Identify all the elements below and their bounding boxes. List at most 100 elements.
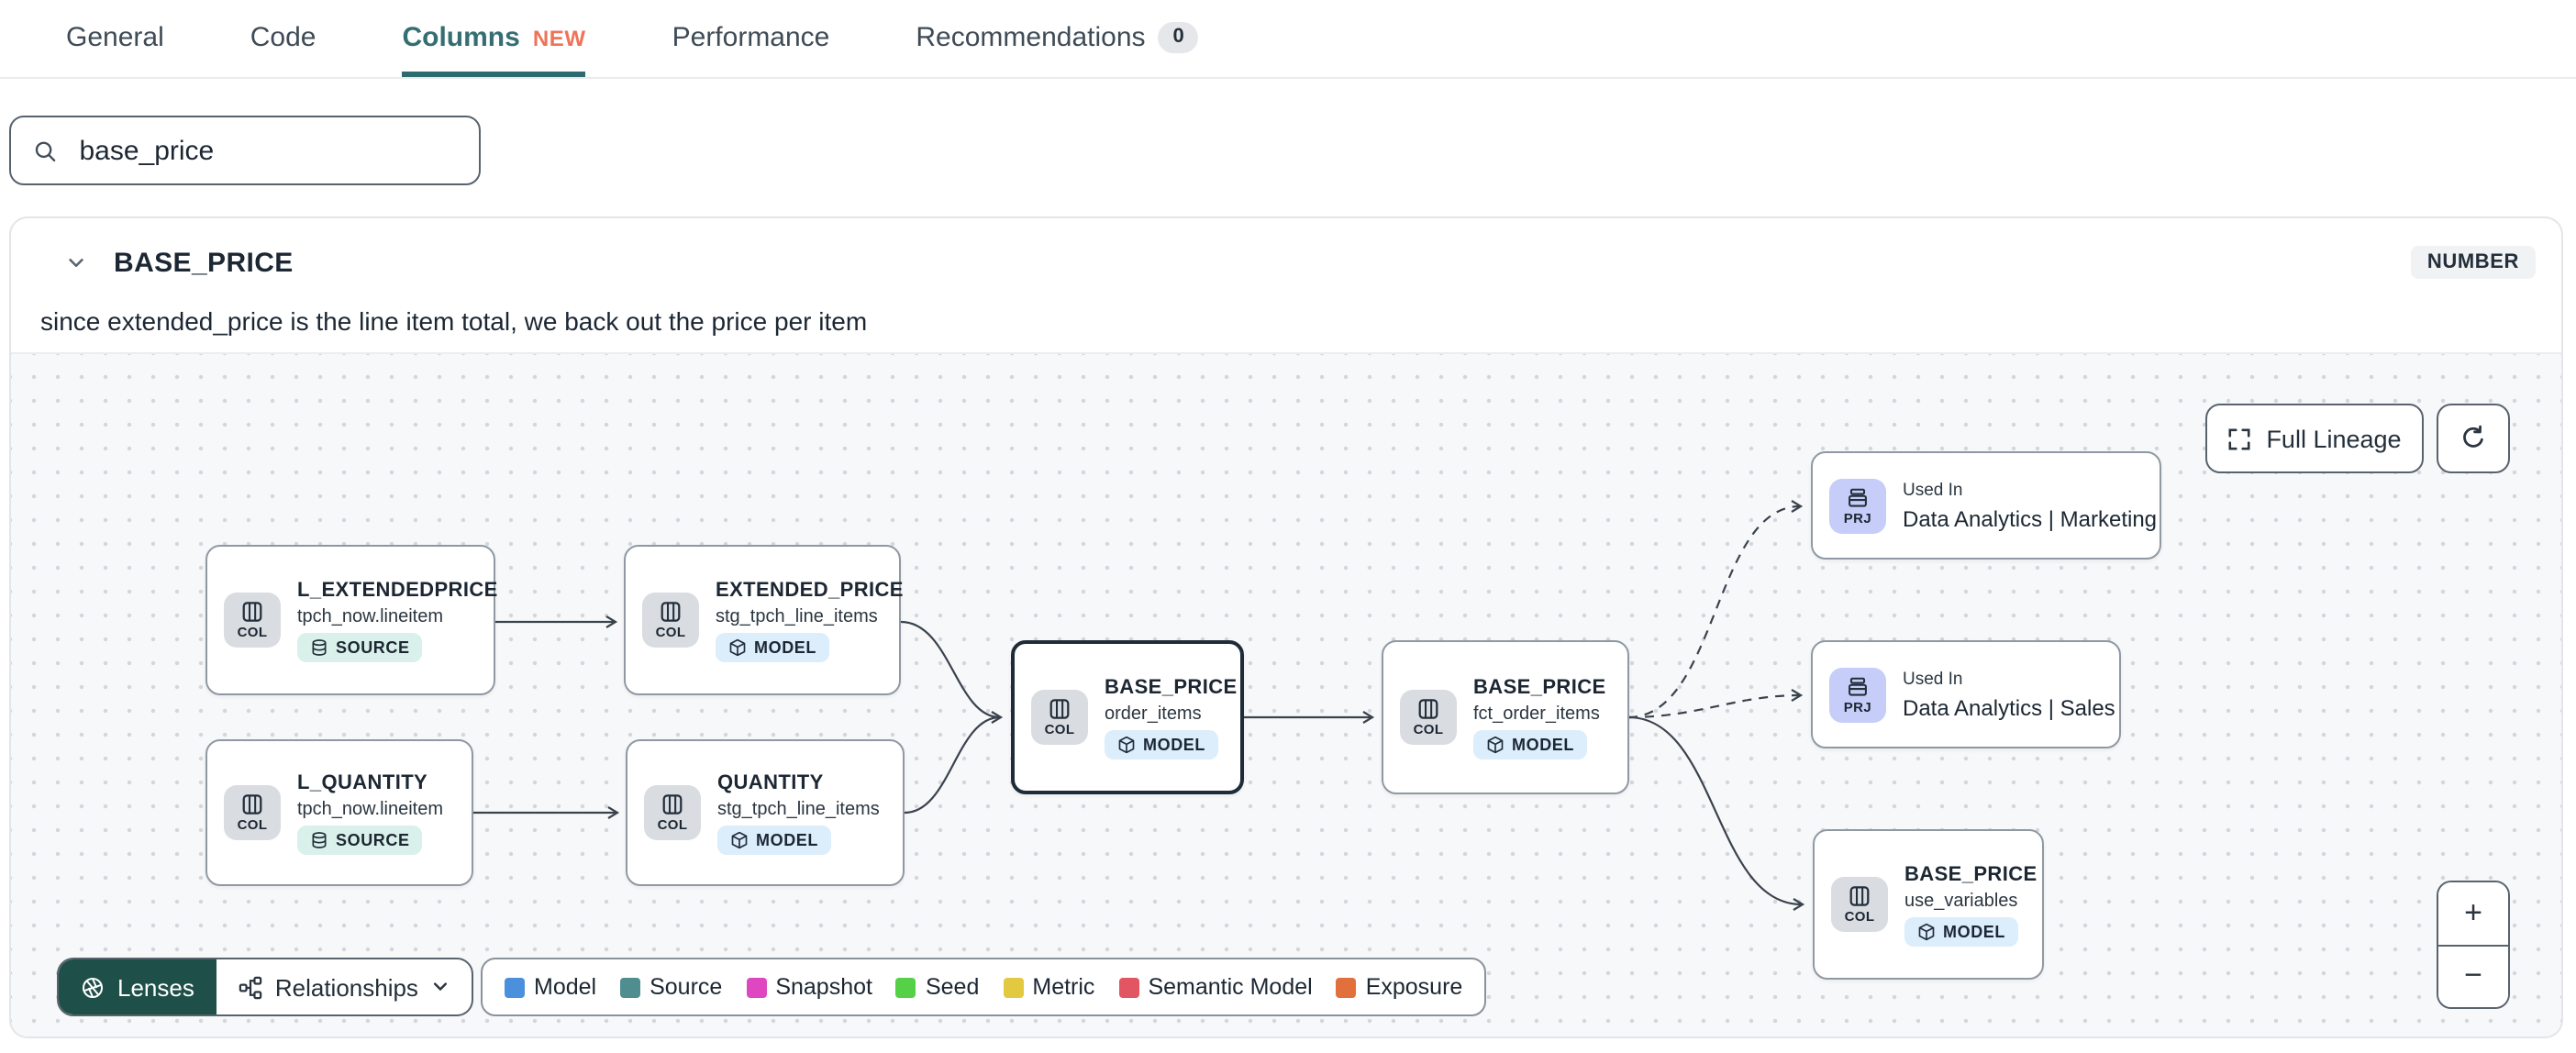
refresh-button[interactable] [2437,404,2510,473]
chevron-down-icon [433,982,448,991]
lineage-node-base-price-use-variables[interactable]: COL BASE_PRICE use_variables MODEL [1813,829,2044,980]
full-lineage-label: Full Lineage [2266,425,2402,452]
node-type-badge: MODEL [1473,729,1587,759]
cube-icon [731,830,748,848]
legend-item-seed: Seed [895,974,979,1000]
search-icon [35,140,56,161]
node-title: L_QUANTITY [297,771,428,793]
column-search[interactable] [9,116,481,185]
used-in-label: Used In [1903,480,1963,500]
tab-columns[interactable]: Columns NEW [402,0,586,77]
lineage-node-l-quantity[interactable]: COL L_QUANTITY tpch_now.lineitem SOURCE [205,739,473,886]
tab-code[interactable]: Code [250,0,316,77]
legend-item-source: Source [620,974,722,1000]
tab-bar: General Code Columns NEW Performance Rec… [0,0,2576,79]
legend-item-metric: Metric [1003,974,1094,1000]
node-subtitle: tpch_now.lineitem [297,799,443,819]
database-icon [312,638,327,655]
tab-performance[interactable]: Performance [672,0,830,77]
used-in-label: Used In [1903,669,1963,689]
snapshot-swatch [746,977,767,997]
zoom-out-button[interactable]: − [2438,946,2508,1007]
lineage-edges [472,500,1805,911]
cube-icon [729,637,746,656]
relationships-dropdown[interactable]: Relationships [217,959,472,1014]
exposure-swatch [1336,977,1357,997]
node-subtitle: fct_order_items [1473,704,1600,724]
tab-recommendations[interactable]: Recommendations 0 [916,0,1199,77]
tab-label: Code [250,22,316,53]
recommendations-count-badge: 0 [1158,21,1199,54]
legend-item-semantic-model: Semantic Model [1118,974,1313,1000]
node-type-badge: MODEL [717,825,831,854]
lineage-node-base-price-order-items[interactable]: COL BASE_PRICE order_items MODEL [1011,640,1244,794]
source-swatch [620,977,641,997]
tab-label: Recommendations [916,22,1146,53]
project-icon: PRJ [1829,667,1886,722]
cube-icon [1118,735,1135,753]
node-type-badge: MODEL [1105,729,1218,759]
search-input[interactable] [75,133,457,168]
lineage-node-base-price-fct-order-items[interactable]: COL BASE_PRICE fct_order_items MODEL [1382,640,1629,794]
lenses-toolbar: Lenses Relationships [57,958,473,1016]
node-type-badge: SOURCE [297,632,423,661]
node-title: Data Analytics | Sales [1903,694,2115,720]
lineage-node-l-extendedprice[interactable]: COL L_EXTENDEDPRICE tpch_now.lineitem SO… [205,545,498,695]
legend-item-model: Model [505,974,596,1000]
resource-type-legend: Model Source Snapshot Seed Metric Semant… [481,958,1487,1016]
legend-item-exposure: Exposure [1336,974,1462,1000]
column-icon: COL [1031,690,1088,745]
chevron-down-icon[interactable] [66,252,86,272]
column-name: BASE_PRICE [114,247,294,278]
new-badge: NEW [532,25,586,50]
expand-icon [2228,427,2250,449]
column-description: since extended_price is the line item to… [40,306,868,336]
column-icon: COL [644,785,701,840]
lineage-canvas[interactable]: COL L_EXTENDEDPRICE tpch_now.lineitem SO… [11,352,2561,1036]
column-panel: BASE_PRICE NUMBER since extended_price i… [9,216,2563,1038]
model-swatch [505,977,525,997]
aperture-icon [82,976,104,998]
tab-general[interactable]: General [66,0,164,77]
column-icon: COL [642,593,699,648]
node-title: L_EXTENDEDPRICE [297,579,498,601]
full-lineage-button[interactable]: Full Lineage [2205,404,2424,473]
column-panel-header[interactable]: BASE_PRICE NUMBER [11,218,2561,295]
column-icon: COL [224,785,281,840]
node-type-badge: MODEL [1904,916,2018,946]
tab-label: Columns [402,22,520,53]
column-icon: COL [224,593,281,648]
node-title: QUANTITY [717,771,824,793]
node-title: BASE_PRICE [1473,676,1606,698]
node-title: BASE_PRICE [1105,676,1238,698]
lenses-label: Lenses [117,973,194,1001]
lineage-node-extended-price[interactable]: COL EXTENDED_PRICE stg_tpch_line_items M… [624,545,904,695]
node-title: EXTENDED_PRICE [716,579,904,601]
node-subtitle: stg_tpch_line_items [717,799,880,819]
lineage-node-used-in-marketing[interactable]: PRJ Used In Data Analytics | Marketing [1811,451,2161,560]
node-title: BASE_PRICE [1904,863,2037,885]
seed-swatch [895,977,916,997]
relationships-label: Relationships [274,973,418,1001]
tab-label: Performance [672,22,830,53]
lineage-node-used-in-sales[interactable]: PRJ Used In Data Analytics | Sales [1811,640,2121,748]
zoom-controls: + − [2437,881,2510,1009]
node-type-badge: MODEL [716,632,829,661]
cube-icon [1918,922,1935,940]
lenses-button[interactable]: Lenses [59,959,217,1014]
metric-swatch [1003,977,1024,997]
data-type-badge: NUMBER [2410,246,2536,279]
node-subtitle: stg_tpch_line_items [716,606,878,626]
cube-icon [1487,735,1504,753]
node-title: Data Analytics | Marketing [1903,505,2158,531]
semantic-model-swatch [1118,977,1139,997]
refresh-icon [2463,425,2483,448]
relationships-icon [239,975,262,999]
zoom-in-button[interactable]: + [2438,882,2508,946]
project-icon: PRJ [1829,478,1886,533]
column-icon: COL [1400,690,1457,745]
lineage-node-quantity[interactable]: COL QUANTITY stg_tpch_line_items MODEL [626,739,905,886]
node-subtitle: use_variables [1904,891,2018,911]
node-subtitle: tpch_now.lineitem [297,606,443,626]
database-icon [312,831,327,848]
